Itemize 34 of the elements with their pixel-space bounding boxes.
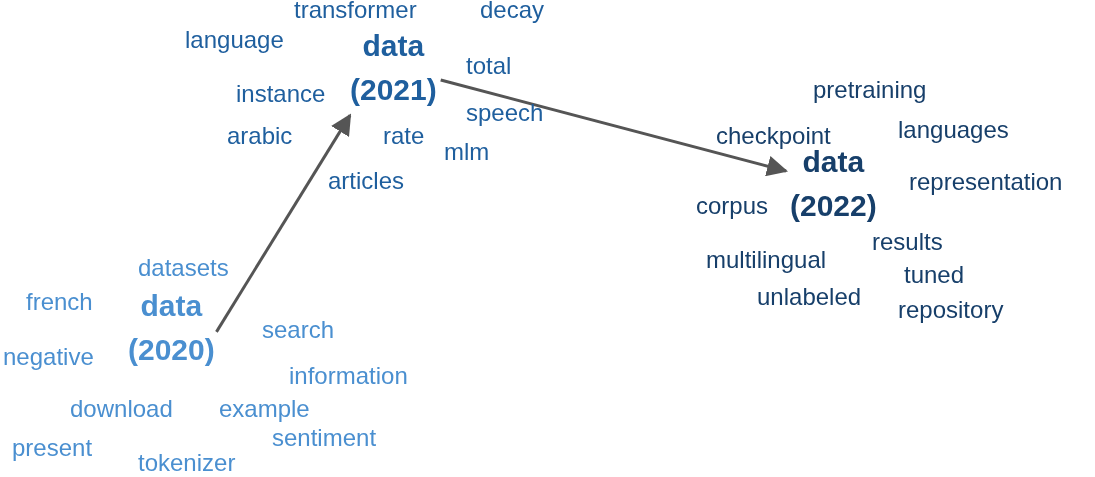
keyword: tuned xyxy=(904,261,965,290)
keyword: results xyxy=(872,228,943,257)
keyword: information xyxy=(289,362,408,391)
topic-heading: data (2021) xyxy=(350,24,437,111)
topic-heading: data (2020) xyxy=(128,284,215,371)
keyword: language xyxy=(185,26,284,55)
keyword: pretraining xyxy=(813,76,927,105)
keyword: example xyxy=(219,395,310,424)
keyword: arabic xyxy=(227,122,293,151)
keyword: sentiment xyxy=(272,424,377,453)
keyword: datasets xyxy=(138,254,229,283)
keyword: decay xyxy=(480,0,545,25)
keyword: rate xyxy=(383,122,425,151)
arrow xyxy=(215,113,352,333)
keyword: multilingual xyxy=(706,246,827,275)
keyword: french xyxy=(26,288,93,317)
keyword: mlm xyxy=(444,138,490,167)
keyword: present xyxy=(12,434,93,463)
keyword: languages xyxy=(898,116,1009,145)
keyword: repository xyxy=(898,296,1004,325)
arrow xyxy=(440,78,789,177)
keyword: unlabeled xyxy=(757,283,862,312)
keyword: transformer xyxy=(294,0,417,25)
keyword: search xyxy=(262,316,335,345)
keyword: negative xyxy=(3,343,94,372)
keyword: instance xyxy=(236,80,326,109)
keyword: download xyxy=(70,395,173,424)
keyword: articles xyxy=(328,167,405,196)
keyword: corpus xyxy=(696,192,769,221)
keyword: tokenizer xyxy=(138,449,236,477)
keyword: checkpoint xyxy=(716,122,831,150)
keyword: representation xyxy=(909,168,1063,197)
keyword: speech xyxy=(466,99,544,128)
keyword: total xyxy=(466,52,512,81)
